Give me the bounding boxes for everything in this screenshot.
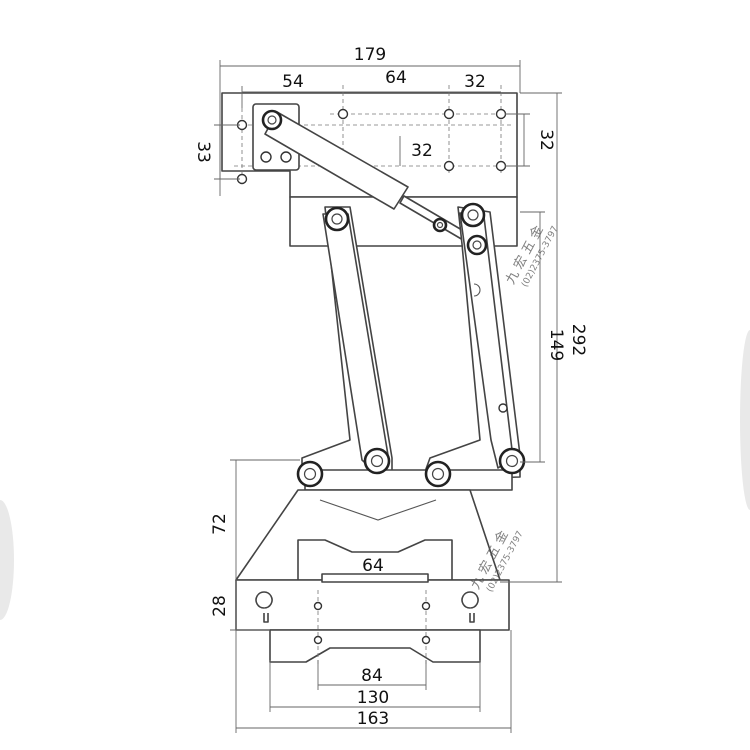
dim-left-vertical: 33 [193,141,213,163]
dim-foot-slot-width: 64 [362,556,384,576]
dim-top-total: 179 [354,45,386,65]
foot-hole [421,635,431,645]
foot-slot [321,573,429,583]
keyhole-right [461,591,479,623]
dim-foot-height: 28 [210,595,230,617]
dim-overall-height: 292 [568,324,588,356]
foot-hole [313,635,323,645]
dim-top-left: 54 [282,72,304,92]
foot-hole [313,601,323,611]
bracket-hole [280,151,292,163]
pivot-bolts [296,202,526,488]
arm-small-hole [498,403,508,413]
pivot-bolt-pin [431,467,445,481]
edge-shade-right [740,330,750,510]
dimension-labels: 179 54 64 32 32 33 32 292 149 72 28 64 8… [193,45,588,729]
dim-foot-inner: 84 [361,666,383,686]
mount-hole [495,160,507,172]
edge-shade-left [0,500,14,620]
mount-hole [495,108,507,120]
top-plate-centerlines [234,85,512,184]
pivot-bolt-pin [370,454,384,468]
dim-top-right: 32 [464,72,486,92]
foot-plate-lower [269,629,481,663]
dim-base-height: 72 [210,513,230,535]
dim-stroke-height: 149 [546,329,566,361]
dim-inner-horizontal: 32 [411,141,433,161]
pivot-bolt-pin [303,467,317,481]
bracket-hole [260,151,272,163]
pivot-bolt-pin [505,454,519,468]
dim-foot-holes: 130 [357,688,389,708]
foot-hole [421,601,431,611]
mount-hole [443,108,455,120]
gas-strut [261,109,480,248]
arm-notch [473,283,481,297]
mount-hole [443,160,455,172]
dim-top-mid: 64 [385,68,407,88]
pivot-bolt-pin [331,213,343,225]
strut-pivot-top-pin [267,115,277,125]
base-bracket-inner-v [319,499,437,521]
strut-end-joint-pin [436,221,444,229]
pivot-bolt-pin [467,209,479,221]
dim-right-vertical: 32 [536,129,556,151]
keyhole-left [255,591,273,623]
dimension-lines [214,60,562,733]
mount-hole [337,108,349,120]
pivot-bolt-pin [472,240,482,250]
dim-foot-total: 163 [357,709,389,729]
lower-link-bar [304,469,513,491]
